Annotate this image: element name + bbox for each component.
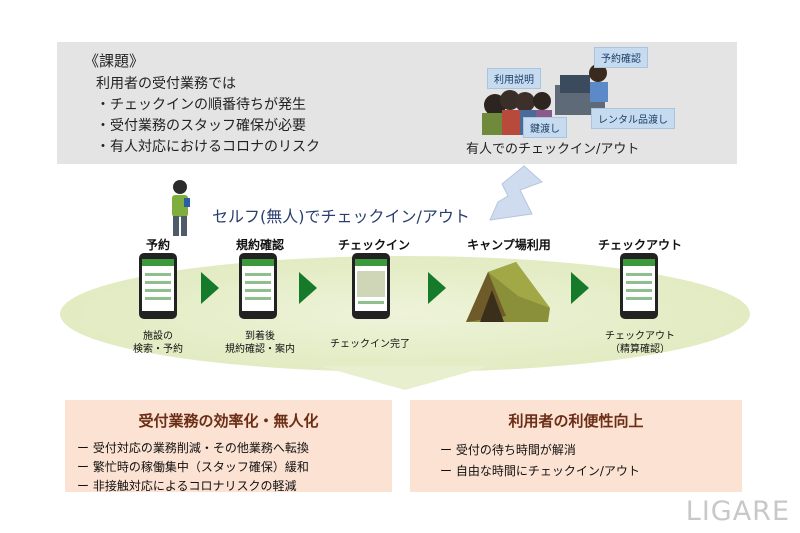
phone-terms-icon bbox=[239, 253, 277, 319]
step-caption-checkout-2: （精算確認） bbox=[610, 344, 670, 355]
step-label-camp: キャンプ場利用 bbox=[467, 238, 551, 252]
step-caption-reserve-2: 検索・予約 bbox=[133, 344, 183, 355]
step-label-checkin: チェックイン bbox=[337, 238, 410, 252]
step-caption-terms-1: 到着後 bbox=[245, 331, 275, 342]
merit-item: ー 繁忙時の稼働集中（スタッフ確保）緩和 bbox=[77, 460, 309, 474]
flow-arrow-icon bbox=[299, 272, 317, 304]
self-checkin-title: セルフ(無人)でチェックイン/アウト bbox=[212, 207, 470, 226]
usage-explanation-tag: 利用説明 bbox=[487, 68, 541, 89]
step-label-reserve: 予約 bbox=[145, 238, 170, 252]
person-with-phone-icon bbox=[172, 180, 190, 236]
step-label-checkout: チェックアウト bbox=[597, 238, 682, 252]
result-arrow-icon bbox=[320, 366, 490, 390]
step-label-terms: 規約確認 bbox=[235, 238, 284, 252]
staffed-caption: 有人でのチェックイン/アウト bbox=[466, 142, 640, 157]
flow-arrow-icon bbox=[571, 272, 589, 304]
issue-line: 利用者の受付業務では bbox=[96, 76, 236, 92]
merit-item: ー 受付の待ち時間が解消 bbox=[440, 443, 576, 457]
merit-item: ー 自由な時間にチェックイン/アウト bbox=[440, 464, 640, 478]
step-caption-checkin: チェックイン完了 bbox=[330, 339, 410, 350]
phone-checkin-icon bbox=[352, 253, 390, 319]
issue-title: 《課題》 bbox=[84, 52, 145, 70]
step-caption-checkout-1: チェックアウト bbox=[605, 331, 675, 342]
merit-title-convenience: 利用者の利便性向上 bbox=[508, 412, 644, 430]
issue-line: ・チェックインの順番待ちが発生 bbox=[96, 97, 306, 113]
phone-reserve-icon bbox=[139, 253, 177, 319]
merit-item: ー 非接触対応によるコロナリスクの軽減 bbox=[77, 479, 297, 493]
transition-arrow bbox=[489, 165, 543, 221]
reservation-check-tag: 予約確認 bbox=[594, 47, 648, 68]
merit-box-convenience: 利用者の利便性向上 ー 受付の待ち時間が解消 ー 自由な時間にチェックイン/アウ… bbox=[410, 400, 742, 492]
flow-arrow-icon bbox=[428, 272, 446, 304]
flow-arrow-icon bbox=[201, 272, 219, 304]
key-handover-tag: 鍵渡し bbox=[523, 117, 567, 138]
issue-line: ・受付業務のスタッフ確保が必要 bbox=[96, 118, 306, 134]
issue-line: ・有人対応におけるコロナのリスク bbox=[96, 139, 320, 155]
step-caption-reserve-1: 施設の bbox=[143, 331, 173, 342]
merit-title-operations: 受付業務の効率化・無人化 bbox=[138, 412, 319, 430]
phone-checkout-icon bbox=[620, 253, 658, 319]
ligare-logo: LIGARE bbox=[685, 496, 790, 527]
tent-icon bbox=[466, 262, 550, 322]
step-caption-terms-2: 規約確認・案内 bbox=[225, 344, 295, 355]
rental-handover-tag: レンタル品渡し bbox=[591, 108, 675, 129]
merit-item: ー 受付対応の業務削減・その他業務へ転換 bbox=[77, 441, 309, 455]
merit-box-operations: 受付業務の効率化・無人化 ー 受付対応の業務削減・その他業務へ転換 ー 繁忙時の… bbox=[65, 400, 392, 493]
